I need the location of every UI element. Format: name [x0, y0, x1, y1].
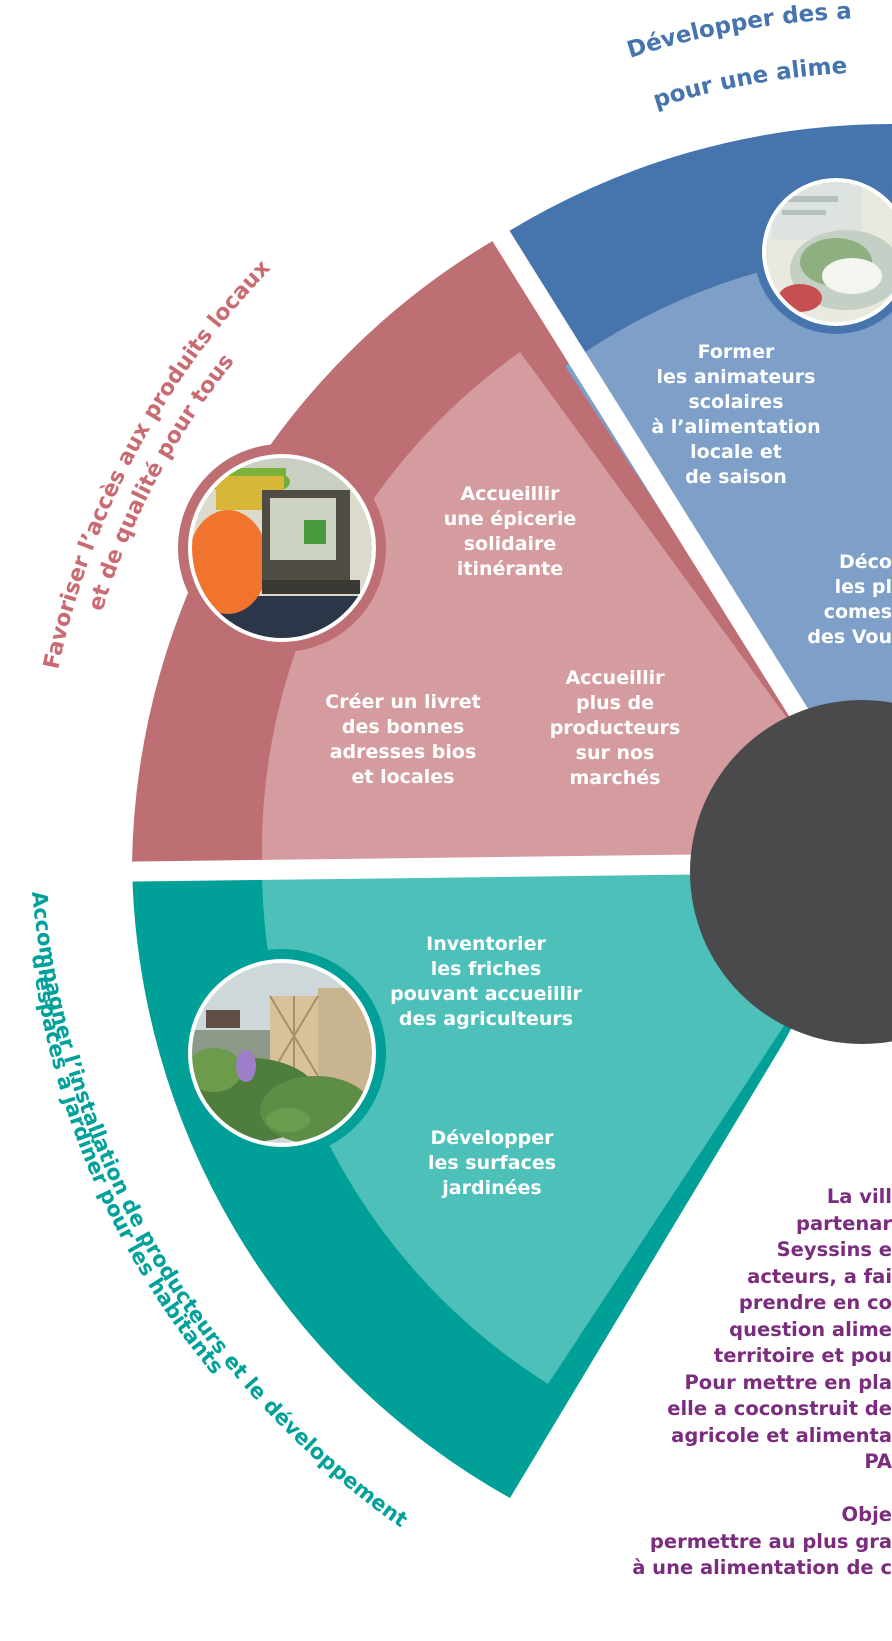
action-producteurs-marches: Accueillir plus de producteurs sur nos m…	[549, 667, 681, 790]
teal-inner-sector	[261, 862, 892, 1384]
photo-red	[178, 444, 386, 652]
action-decouvrir-plantes: Déco les pl comes des Vou	[807, 551, 892, 649]
action-surfaces-jardinees: Développer les surfaces jardinées	[427, 1127, 557, 1200]
photo-teal	[178, 949, 386, 1157]
action-livret-adresses: Créer un livret des bonnes adresses bios…	[325, 691, 481, 789]
blue-title: Développer des a	[624, 0, 852, 64]
blue-title-2: pour une alime	[650, 53, 848, 114]
red-inner-sector	[261, 352, 892, 862]
intro-text: La vill partenar Seyssins e acteurs, a f…	[632, 1185, 892, 1580]
action-epicerie-solidaire: Accueillir une épicerie solidaire itinér…	[443, 483, 577, 581]
action-inventorier-friches: Inventorier les friches pouvant accueill…	[390, 933, 582, 1031]
photo-blue	[754, 170, 892, 334]
center-disk	[690, 700, 892, 1044]
action-former-animateurs: Former les animateurs scolaires à l’alim…	[651, 341, 821, 489]
